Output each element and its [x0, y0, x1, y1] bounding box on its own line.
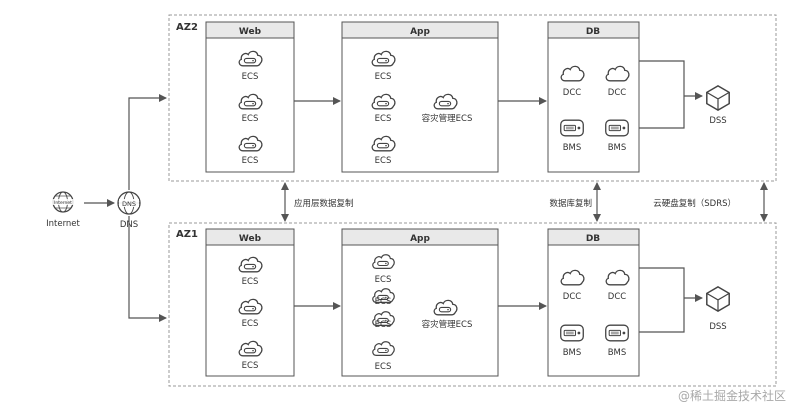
bms-icon: [559, 324, 585, 342]
zone-az1-label: AZ1: [176, 229, 198, 240]
svg-text:Internet: Internet: [54, 200, 72, 206]
db-dss-connector: [639, 267, 702, 333]
bms-label: BMS: [563, 348, 582, 358]
dr-ecs-label: 容灾管理ECS: [422, 113, 473, 124]
zone-az2-border: [168, 14, 777, 182]
az2-web-title: Web: [239, 27, 262, 37]
dcc-label: DCC: [563, 88, 581, 98]
dr-ecs-label: 容灾管理ECS: [422, 319, 473, 330]
az1-app-title: App: [410, 234, 430, 244]
ecs-label: ECS: [242, 72, 259, 82]
ecs-label: ECS: [242, 319, 259, 329]
dss-icon: [706, 286, 730, 312]
bms-label: BMS: [608, 348, 627, 358]
bms-icon: [604, 119, 630, 137]
ecs-label: ECS: [242, 361, 259, 371]
app-replication-label: 应用层数据复制: [294, 198, 354, 209]
zone-az2-label: AZ2: [176, 22, 198, 33]
az2-app-title: App: [410, 27, 430, 37]
ecs-label: ECS: [242, 114, 259, 124]
az2-db-title: DB: [586, 27, 600, 37]
zone-az1: AZ1 Web ECS ECS ECS App ECS ECS ECS ECS …: [168, 222, 777, 387]
ecs-label: ECS: [242, 277, 259, 287]
dns-to-az1-arrow: [128, 216, 167, 322]
bms-label: BMS: [608, 143, 627, 153]
disk-replication-label: 云硬盘复制（SDRS）: [653, 198, 736, 209]
ecs-label: ECS: [375, 362, 392, 372]
bms-icon: [604, 324, 630, 342]
az1-web-title: Web: [239, 234, 262, 244]
watermark: @稀土掘金技术社区: [678, 388, 786, 403]
svg-text:DNS: DNS: [122, 200, 136, 208]
ecs-label: ECS: [375, 72, 392, 82]
dss-icon: [706, 85, 730, 111]
dss-label: DSS: [709, 116, 726, 126]
az1-db-title: DB: [586, 234, 600, 244]
az2-app-box: [341, 21, 499, 173]
globe-icon: Internet: [51, 191, 75, 213]
db-replication-label: 数据库复制: [549, 198, 592, 209]
az2-db-box: [547, 21, 640, 173]
ecs-label: ECS: [375, 320, 392, 330]
db-dss-connector: [639, 60, 702, 129]
internet-label: Internet: [46, 219, 80, 229]
dns-to-az2-arrow: [128, 94, 167, 190]
dcc-label: DCC: [563, 292, 581, 302]
globe-icon: DNS: [117, 191, 141, 215]
bms-icon: [559, 119, 585, 137]
ecs-label: ECS: [375, 114, 392, 124]
ecs-label: ECS: [375, 297, 392, 307]
ecs-label: ECS: [375, 275, 392, 285]
az1-db-box: [547, 228, 640, 377]
bms-label: BMS: [563, 143, 582, 153]
az1-app-box: [341, 228, 499, 377]
zone-az2: AZ2 Web ECS ECS ECS App ECS ECS ECS 容灾管理…: [168, 14, 777, 182]
dss-label: DSS: [709, 322, 726, 332]
ecs-label: ECS: [242, 156, 259, 166]
dcc-label: DCC: [608, 292, 626, 302]
ecs-label: ECS: [375, 156, 392, 166]
dcc-label: DCC: [608, 88, 626, 98]
internet-node: Internet Internet: [46, 191, 81, 229]
